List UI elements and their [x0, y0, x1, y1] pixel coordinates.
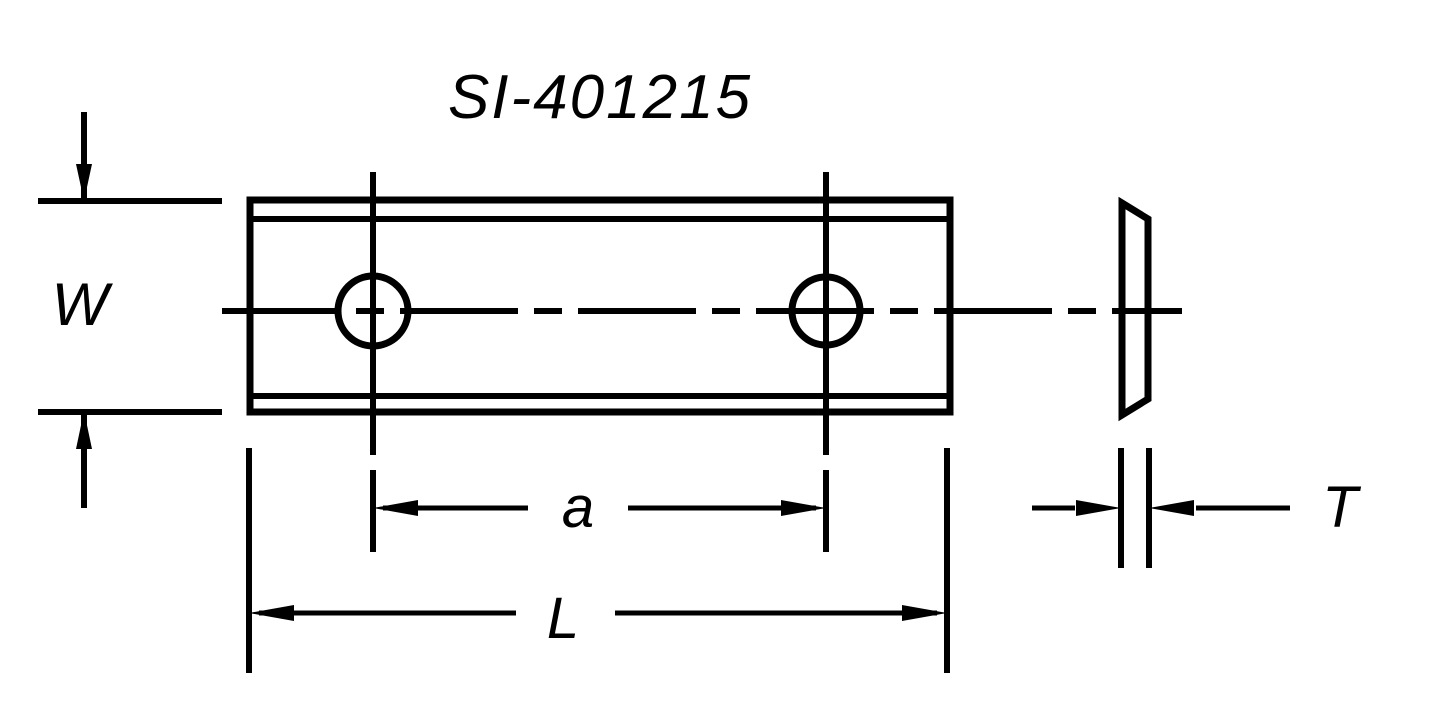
insert-side-view	[1118, 196, 1152, 422]
dimension-L-label: L	[547, 586, 579, 651]
dimension-a: a	[370, 470, 829, 552]
dimension-W-label: W	[52, 271, 114, 338]
hole-centerlines	[370, 172, 829, 455]
side-view-profile	[1118, 196, 1152, 422]
insert-body-top-view	[246, 196, 954, 416]
part-number-title: SI-401215	[448, 63, 752, 132]
dimension-W-arrowhead-top	[76, 164, 92, 201]
mounting-holes	[334, 272, 864, 350]
body-outline	[246, 196, 954, 416]
dimension-L-arrowhead-left	[249, 605, 294, 621]
dimension-T-arrowhead-right	[1149, 500, 1194, 516]
dimension-W: W	[38, 112, 222, 508]
dimension-a-label: a	[562, 475, 594, 540]
dimension-L: L	[246, 448, 950, 673]
dimension-W-arrowhead-bottom	[76, 411, 92, 449]
dimension-T: T	[1032, 448, 1361, 568]
dimension-T-label: T	[1322, 475, 1361, 540]
dimension-a-arrowhead-left	[373, 500, 418, 516]
dimension-T-arrowhead-left	[1076, 500, 1121, 516]
dimension-L-arrowhead-right	[902, 605, 947, 621]
dimension-a-arrowhead-right	[781, 500, 826, 516]
hole-right	[788, 273, 864, 349]
hole-left	[334, 272, 412, 350]
